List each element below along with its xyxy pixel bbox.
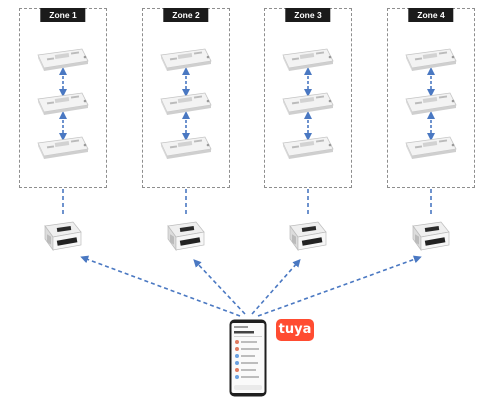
wireless-link-4: [257, 255, 422, 317]
led-driver-icon: [158, 47, 214, 73]
wireless-link-1: [80, 255, 241, 317]
zone-3-label: Zone 3: [285, 8, 331, 22]
led-driver-icon: [35, 47, 91, 73]
led-driver-icon: [280, 135, 336, 161]
zone-2-label: Zone 2: [163, 8, 209, 22]
zone-2-frame: Zone 2: [142, 8, 230, 188]
led-driver-icon: [158, 135, 214, 161]
led-driver-icon: [35, 135, 91, 161]
led-driver-icon: [280, 91, 336, 117]
controller-zone-4: [411, 218, 451, 254]
led-driver-icon: [280, 47, 336, 73]
zone-3-frame: Zone 3: [264, 8, 352, 188]
zone-4-frame: Zone 4: [387, 8, 475, 188]
zone-4-label: Zone 4: [408, 8, 454, 22]
controller-zone-3: [288, 218, 328, 254]
led-driver-icon: [403, 135, 459, 161]
tuya-logo-icon: tuya: [276, 319, 314, 341]
led-driver-icon: [35, 91, 91, 117]
led-driver-icon: [403, 47, 459, 73]
controller-zone-1: [43, 218, 83, 254]
led-driver-icon: [403, 91, 459, 117]
tuya-logo-text: tuya: [278, 322, 312, 337]
wireless-link-3: [251, 259, 301, 315]
controller-zone-2: [166, 218, 206, 254]
zone-1-label: Zone 1: [40, 8, 86, 22]
zone-1-frame: Zone 1: [19, 8, 107, 188]
led-driver-icon: [158, 91, 214, 117]
smartphone-icon: [229, 319, 267, 397]
wireless-link-2: [193, 259, 246, 315]
